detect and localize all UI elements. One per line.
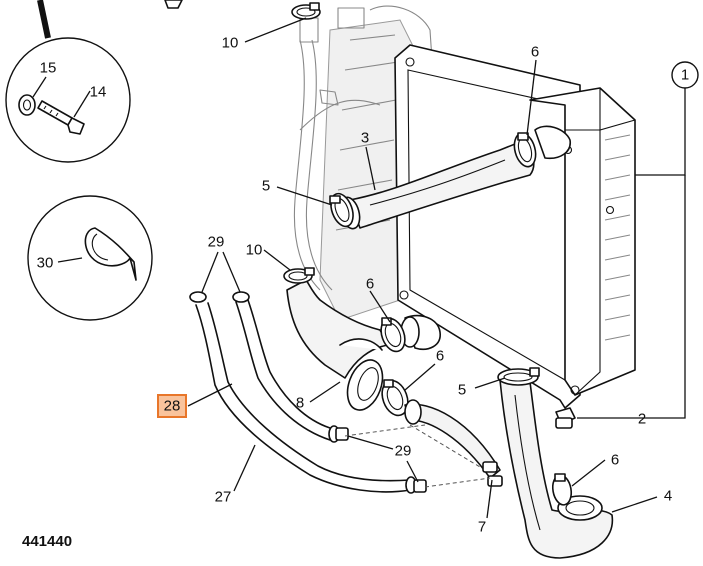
callout-6: 6 [366,276,374,293]
callout-labels: 10 6 1 3 5 10 6 8 6 5 2 6 4 7 29 28 27 2… [37,35,690,536]
callout-30: 30 [37,255,54,272]
callout-15: 15 [40,60,57,77]
callout-29: 29 [208,234,225,251]
radiator-assembly [394,44,636,409]
callout-6: 6 [611,452,619,469]
callout-8: 8 [296,395,304,412]
callout-circle [671,61,699,89]
figure-id: 441440 [22,533,72,550]
highlight-box [157,394,187,418]
callout-6: 6 [531,44,539,61]
callout-10: 10 [222,35,239,52]
hose-clamp [551,473,573,506]
callout-27: 27 [215,489,232,506]
callout-10: 10 [246,242,263,259]
hose-clamp [329,192,354,228]
callout-29: 29 [395,443,412,460]
hose-clamp [380,317,406,353]
hose-clip [189,291,427,493]
callout-14: 14 [90,84,107,101]
callout-7: 7 [478,519,486,536]
callout-4: 4 [664,488,672,505]
callout-2: 2 [638,411,646,428]
coolant-pipes [195,299,417,494]
hose-clamp [291,2,321,20]
callout-3: 3 [361,130,369,147]
callout-1: 1 [681,67,689,84]
callout-5: 5 [262,178,270,195]
hose-clamp [381,379,409,417]
hose-clamp [283,267,315,284]
hose-clamp [497,367,540,386]
hose-elbow [286,279,389,411]
hose-lower [499,379,614,559]
connector-pipe [404,399,503,487]
drain-plug [555,407,576,429]
callout-6: 6 [436,348,444,365]
detail-bolt-washer [5,0,131,163]
callout-28: 28 [164,398,181,415]
hose-clamp [513,132,537,168]
detail-hose-clip [27,195,153,321]
leader-lines [32,17,686,519]
callout-5: 5 [458,382,466,399]
